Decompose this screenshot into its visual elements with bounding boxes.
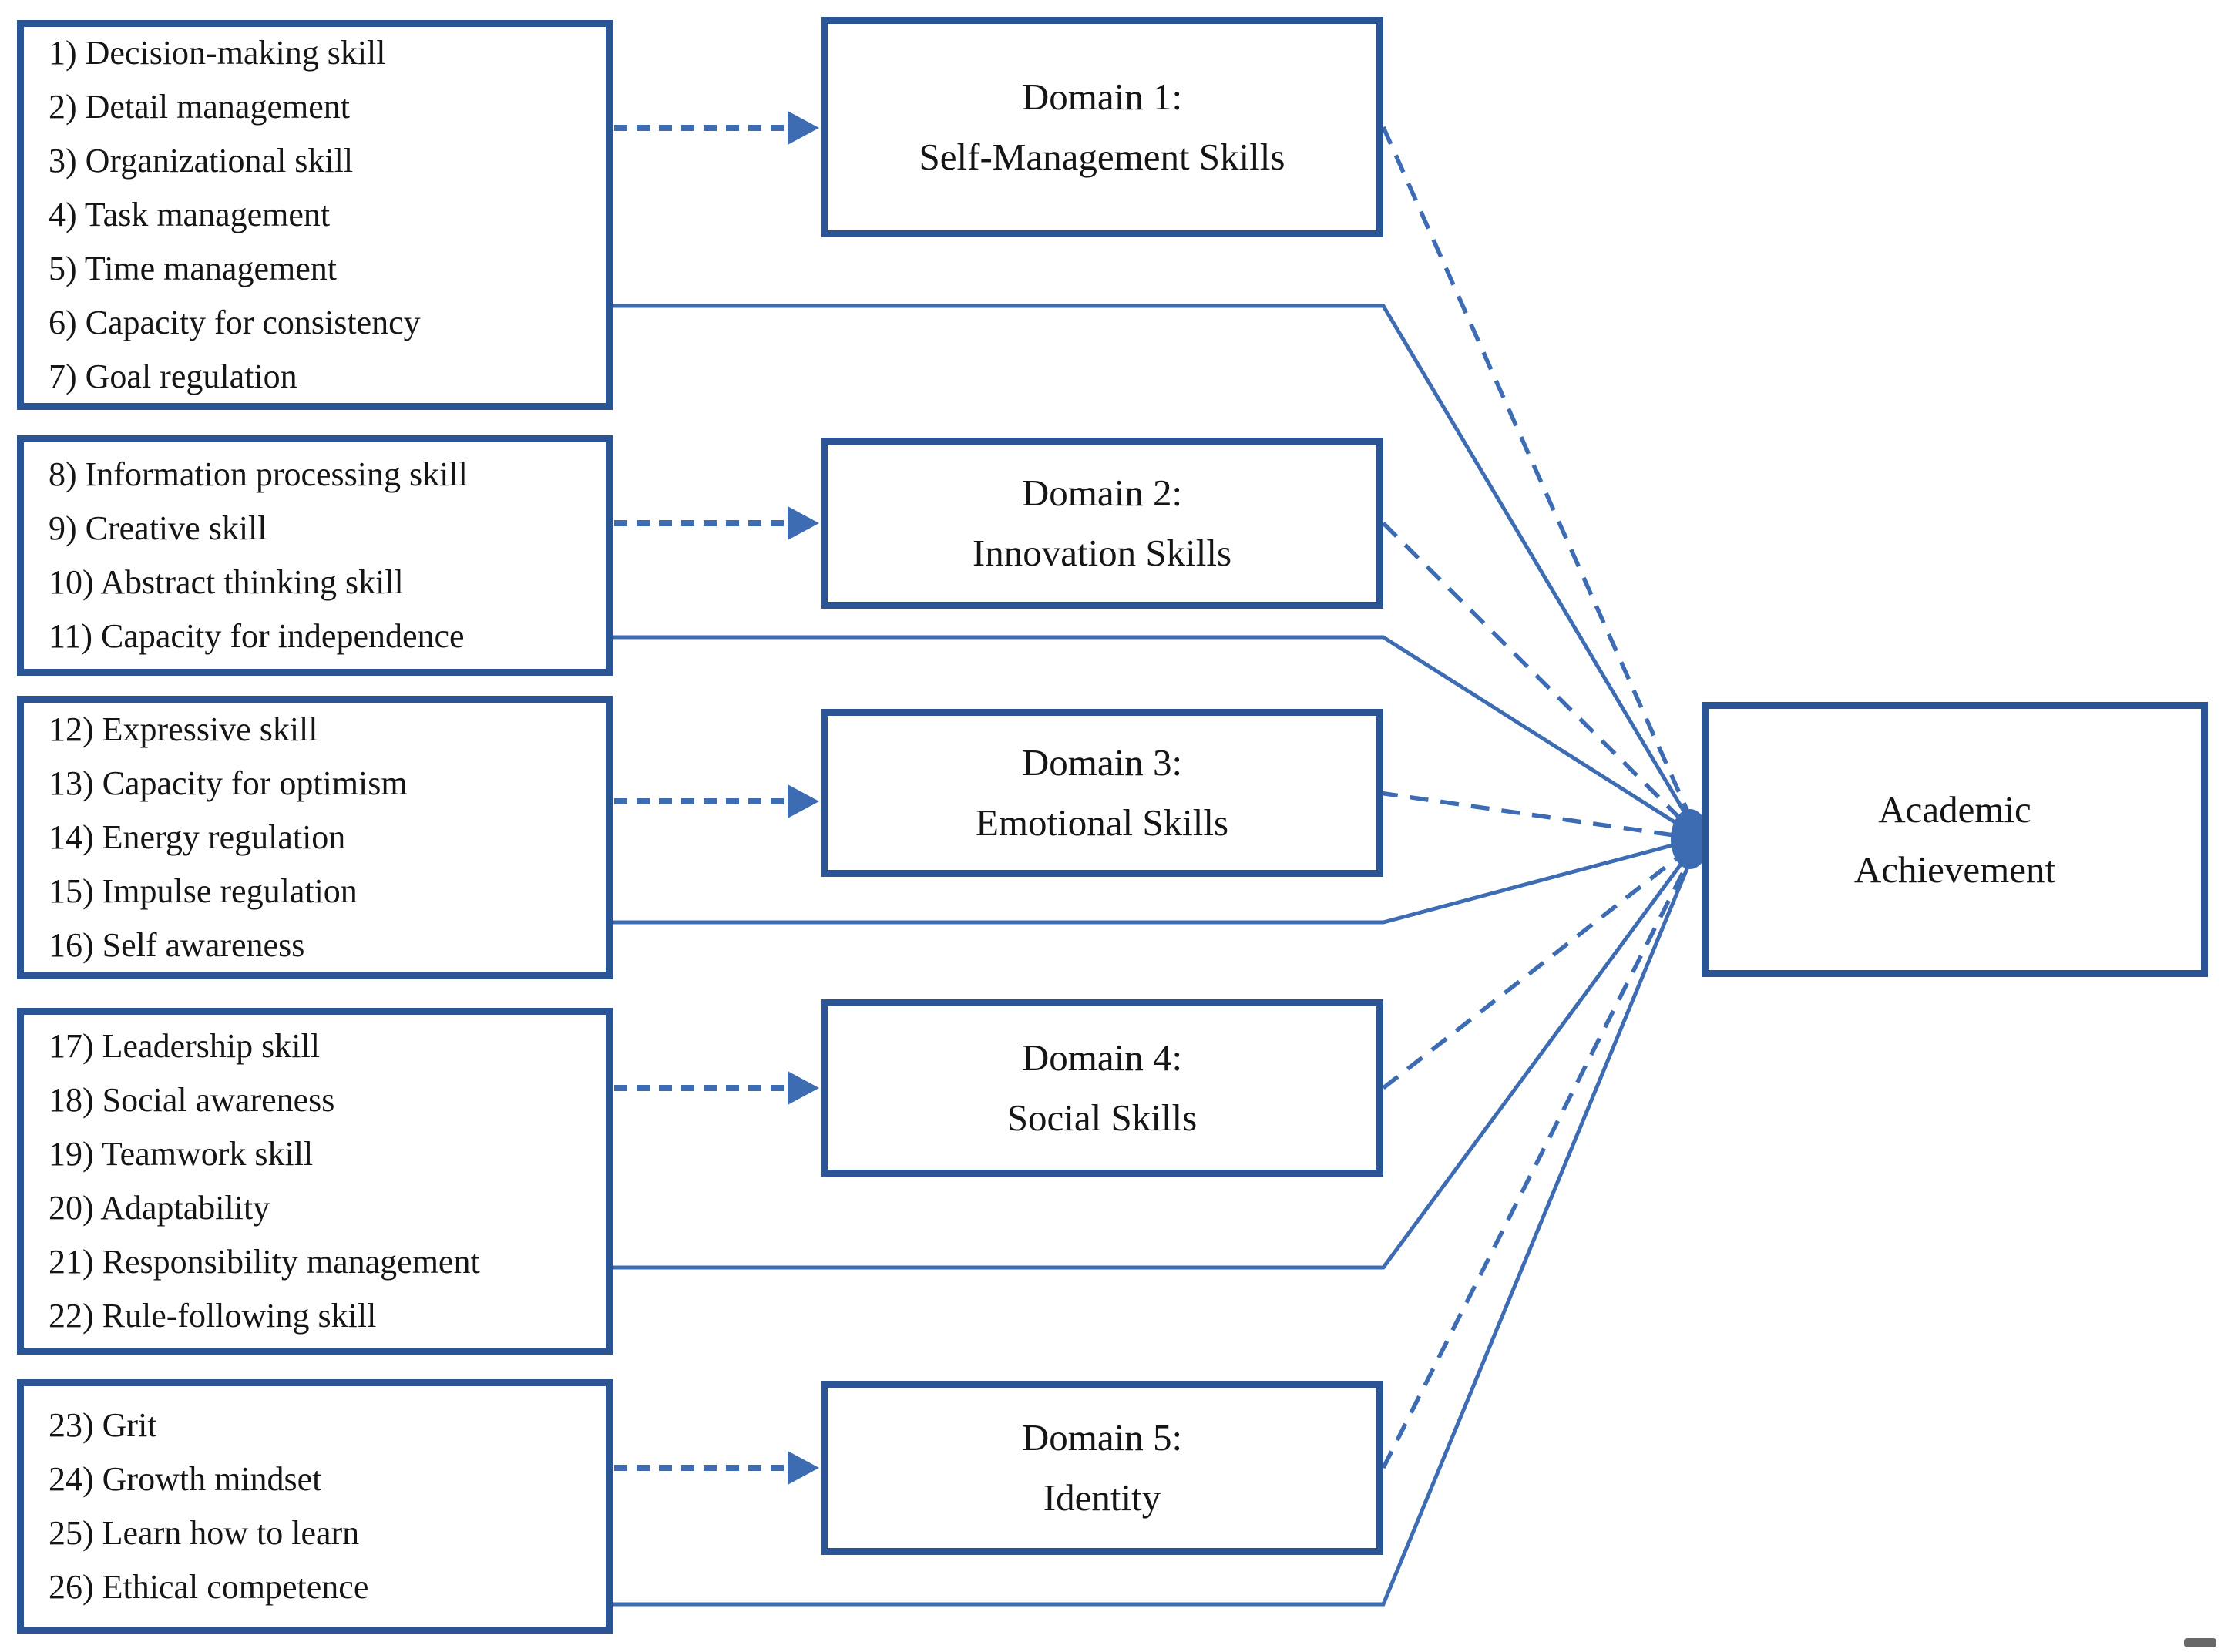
domain-subtitle: Emotional Skills (975, 801, 1229, 844)
dashed-line (1379, 791, 1696, 841)
skill-item: 3) Organizational skill (49, 142, 354, 180)
solid-elbow-line (613, 635, 1697, 838)
skill-item: 20) Adaptability (49, 1189, 270, 1227)
skill-item: 26) Ethical competence (49, 1568, 369, 1606)
dashed-line (1382, 841, 1697, 1090)
dashed-line (1381, 846, 1698, 1469)
dashed-line (1381, 126, 1698, 831)
domain-title: Domain 4: (1021, 1036, 1183, 1079)
skill-item: 4) Task management (49, 196, 331, 233)
domain-box-2: Domain 2: Innovation Skills (821, 438, 1383, 609)
outcome-title-line1: Academic (1878, 787, 2031, 831)
skill-item: 7) Goal regulation (49, 358, 297, 395)
domain-box-3: Domain 3: Emotional Skills (821, 709, 1383, 877)
arrowhead-icons (788, 111, 819, 1485)
solid-elbow-line (613, 304, 1698, 832)
skill-box-1: 1) Decision-making skill 2) Detail manag… (17, 20, 613, 410)
arrowhead-icon (788, 1071, 819, 1105)
skill-item: 18) Social awareness (49, 1081, 335, 1119)
outcome-title-line2: Achievement (1853, 848, 2056, 891)
solid-elbow-line (613, 843, 1698, 1270)
skill-box-3: 12) Expressive skill 13) Capacity for op… (17, 696, 613, 979)
skill-item: 12) Expressive skill (49, 710, 318, 748)
skill-to-outcome-lines (613, 304, 1698, 1607)
skill-item: 2) Detail management (49, 88, 350, 126)
skill-item: 19) Teamwork skill (49, 1135, 314, 1173)
domain-box-4: Domain 4: Social Skills (821, 999, 1383, 1177)
solid-elbow-line (613, 837, 1696, 925)
skill-item: 9) Creative skill (49, 509, 267, 547)
domain-box-5: Domain 5: Identity (821, 1381, 1383, 1555)
skill-item: 22) Rule-following skill (49, 1297, 377, 1335)
domain-title: Domain 3: (1021, 741, 1183, 784)
arrowhead-icon (788, 506, 819, 540)
convergence-arrowhead-icon (1671, 809, 1709, 869)
skill-item: 21) Responsibility management (49, 1243, 480, 1281)
skill-item: 8) Information processing skill (49, 455, 468, 493)
skill-box-2: 8) Information processing skill 9) Creat… (17, 435, 613, 676)
domain-title: Domain 1: (1021, 76, 1183, 118)
skill-item: 14) Energy regulation (49, 818, 346, 856)
skill-item: 15) Impulse regulation (49, 872, 358, 910)
arrowhead-icon (788, 1451, 819, 1485)
domain-title: Domain 2: (1021, 472, 1183, 514)
arrowhead-icon (788, 784, 819, 818)
arrowhead-icon (788, 111, 819, 145)
skill-item: 5) Time management (49, 250, 337, 287)
corner-artifact (2184, 1638, 2216, 1647)
domain-subtitle: Identity (1043, 1476, 1161, 1519)
skill-box-5: 23) Grit 24) Growth mindset 25) Learn ho… (17, 1379, 613, 1634)
skill-item: 10) Abstract thinking skill (49, 563, 404, 601)
skill-item: 25) Learn how to learn (49, 1514, 360, 1552)
domain-subtitle: Innovation Skills (972, 532, 1232, 574)
skill-item: 13) Capacity for optimism (49, 764, 408, 802)
skill-item: 11) Capacity for independence (49, 617, 465, 655)
domain-to-outcome-lines (1379, 126, 1698, 1469)
domain-title: Domain 5: (1021, 1416, 1183, 1459)
dashed-line (1382, 522, 1697, 835)
skill-item: 24) Growth mindset (49, 1460, 322, 1498)
skill-item: 17) Leadership skill (49, 1027, 320, 1065)
domain-subtitle: Self-Management Skills (919, 136, 1285, 178)
skill-to-domain-arrows (614, 125, 789, 1471)
skill-item: 16) Self awareness (49, 926, 305, 964)
skill-box-4: 17) Leadership skill 18) Social awarenes… (17, 1008, 613, 1355)
outcome-box-academic-achievement: Academic Achievement (1702, 702, 2208, 977)
skill-item: 1) Decision-making skill (49, 34, 386, 72)
domain-subtitle: Social Skills (1006, 1096, 1198, 1139)
solid-elbow-line (613, 848, 1698, 1607)
skill-item: 23) Grit (49, 1406, 157, 1444)
skill-item: 6) Capacity for consistency (49, 304, 421, 341)
domain-box-1: Domain 1: Self-Management Skills (821, 17, 1383, 237)
